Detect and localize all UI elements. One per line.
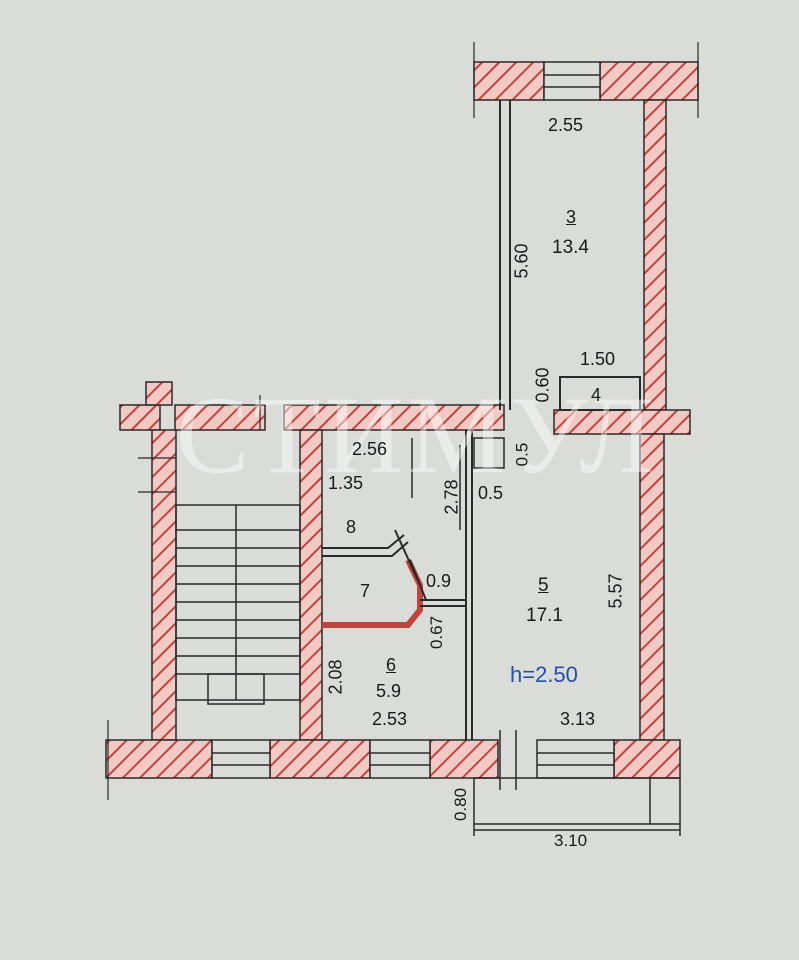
dim-3-10: 3.10 [554, 831, 588, 850]
balcony [473, 730, 681, 836]
walls [105, 61, 699, 779]
ceiling-height: h=2.50 [510, 662, 578, 687]
dim-0-5-b: 0.5 [512, 442, 532, 467]
dim-2-55: 2.55 [548, 115, 584, 135]
dimension-lines [107, 42, 699, 800]
dim-5-60: 5.60 [511, 243, 532, 279]
dim-2-53: 2.53 [372, 709, 408, 729]
dim-2-56: 2.56 [352, 439, 388, 459]
dim-5-57: 5.57 [605, 573, 626, 609]
dim-2-78: 2.78 [441, 479, 462, 515]
room-6-number: 6 [386, 655, 397, 675]
dim-0-9: 0.9 [426, 571, 452, 591]
room-3-number: 3 [566, 207, 577, 227]
dim-1-50: 1.50 [580, 349, 616, 369]
dim-0-80: 0.80 [451, 787, 471, 822]
room-4-number: 4 [591, 385, 602, 405]
windows [211, 61, 615, 779]
room-7-number: 7 [360, 581, 371, 601]
room-8-number: 8 [346, 517, 357, 537]
partitions [322, 100, 641, 740]
room-6-area: 5.9 [376, 681, 402, 701]
room-5-area: 17.1 [526, 605, 563, 626]
room-5-number: 5 [538, 575, 549, 596]
dim-0-5-a: 0.5 [478, 483, 504, 503]
stairs [175, 504, 301, 705]
watermark: СТИМУЛ [176, 374, 658, 496]
dim-2-08: 2.08 [325, 659, 346, 695]
dim-3-13: 3.13 [560, 709, 596, 729]
dim-0-60: 0.60 [532, 367, 553, 403]
dim-1-35: 1.35 [328, 473, 364, 493]
dim-0-67: 0.67 [427, 615, 447, 650]
room-3-area: 13.4 [552, 237, 589, 258]
doors [411, 437, 505, 530]
